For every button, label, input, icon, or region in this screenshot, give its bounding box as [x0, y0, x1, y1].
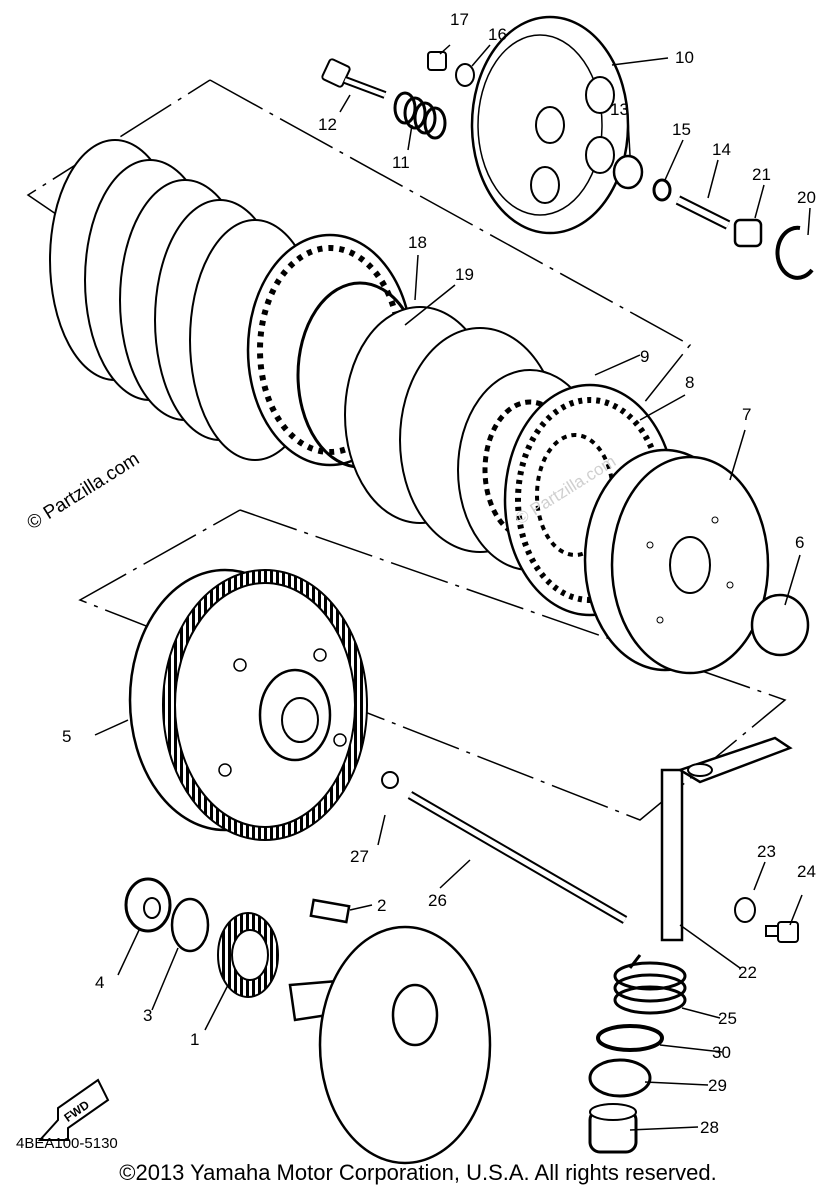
callout-3: 3	[143, 1006, 152, 1025]
callout-8: 8	[685, 373, 694, 392]
bolt-12	[321, 58, 387, 99]
callout-9: 9	[640, 347, 649, 366]
clutch-spring-11	[393, 91, 447, 140]
callout-27: 27	[350, 847, 369, 866]
leader-lines	[94, 44, 811, 1131]
callout-14: 14	[712, 140, 731, 159]
callout-24: 24	[797, 862, 816, 881]
washer-16	[455, 63, 475, 87]
diagram-code: 4BEA100-5130	[16, 1135, 118, 1152]
callout-19: 19	[455, 265, 474, 284]
callout-2: 2	[377, 896, 386, 915]
key-2	[309, 898, 351, 924]
bearing-28	[588, 1103, 638, 1154]
pressure-plate-10	[470, 15, 630, 235]
callout-25: 25	[718, 1009, 737, 1028]
callout-11: 11	[392, 153, 410, 172]
callout-5: 5	[62, 727, 71, 746]
callout-26: 26	[428, 891, 447, 910]
copyright-notice: ©2013 Yamaha Motor Corporation, U.S.A. A…	[119, 1160, 717, 1185]
housing-frame	[78, 509, 787, 821]
callout-23: 23	[757, 842, 776, 861]
nut-17	[427, 51, 447, 71]
ball-27	[381, 771, 399, 789]
torsion-spring-25	[613, 954, 687, 1015]
push-lever-shaft-22	[660, 736, 793, 942]
washer-13	[612, 154, 644, 190]
callout-30: 30	[712, 1043, 731, 1062]
clutch-boss-7	[583, 448, 770, 675]
callout-7: 7	[742, 405, 751, 424]
callout-18: 18	[408, 233, 427, 252]
callout-16: 16	[488, 25, 507, 44]
thrust-washer-3	[170, 897, 210, 953]
circlip-30	[596, 1024, 664, 1052]
washer-23	[734, 897, 756, 923]
collar-4	[124, 877, 172, 933]
callout-6: 6	[795, 533, 804, 552]
callout-4: 4	[95, 973, 104, 992]
callout-21: 21	[752, 165, 771, 184]
fwd-arrow: FWD	[37, 1078, 110, 1141]
clutch-housing-5	[128, 568, 368, 841]
nut-21	[733, 218, 763, 248]
callout-29: 29	[708, 1076, 727, 1095]
oil-seal-29	[588, 1058, 652, 1098]
o-ring-15	[652, 178, 672, 202]
callout-20: 20	[797, 188, 816, 207]
callout-15: 15	[672, 120, 691, 139]
callout-28: 28	[700, 1118, 719, 1137]
bolt-24	[765, 921, 799, 943]
crankshaft	[288, 925, 492, 1165]
callout-22: 22	[738, 963, 757, 982]
callout-12: 12	[318, 115, 337, 134]
callout-10: 10	[675, 48, 694, 67]
callout-17: 17	[450, 10, 469, 29]
callout-labels: 1 2 3 4 5 6 7 8 9 10 11 12 13 14 15 16 1…	[62, 10, 816, 1137]
drive-gear-1	[217, 912, 279, 998]
callout-1: 1	[190, 1030, 199, 1049]
callout-13: 13	[610, 100, 629, 119]
watermark: © Partzilla.com	[24, 449, 144, 535]
lock-washer-6	[750, 593, 810, 657]
lock-washer-20	[775, 225, 814, 280]
